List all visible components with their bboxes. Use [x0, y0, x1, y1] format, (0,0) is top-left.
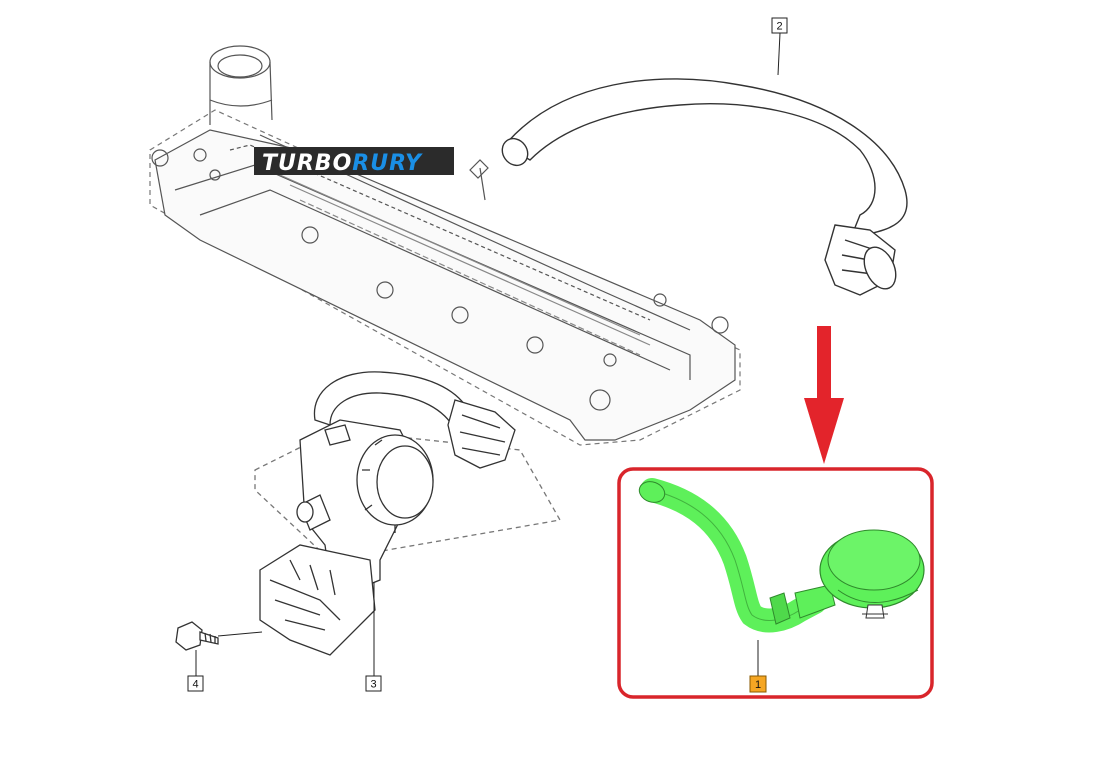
- callout-badge-1: 1: [749, 675, 767, 693]
- callout-badge-4: 4: [187, 675, 204, 692]
- logo-part-rury: RURY: [352, 151, 423, 176]
- callout-badge-3: 3: [365, 675, 382, 692]
- callout-label-1: 1: [755, 679, 761, 691]
- callout-label-2: 2: [776, 21, 782, 33]
- svg-text:TURBORURY: TURBORURY: [262, 151, 423, 176]
- logo-part-turbo: TURBO: [262, 151, 352, 176]
- highlight-box: [617, 467, 934, 699]
- hose-2-drawing: [501, 78, 908, 296]
- hose-1-highlighted: [638, 478, 925, 633]
- turborury-logo: TURBORURY: [254, 147, 454, 176]
- bolt-drawing: [175, 621, 219, 651]
- red-arrow: [804, 326, 844, 464]
- callout-label-4: 4: [192, 679, 198, 691]
- valve-cover-drawing: [149, 45, 741, 446]
- oil-separator-drawing: [254, 371, 562, 656]
- callout-label-3: 3: [370, 679, 376, 691]
- leader-lines: [195, 32, 781, 676]
- callout-badge-2: 2: [771, 17, 788, 34]
